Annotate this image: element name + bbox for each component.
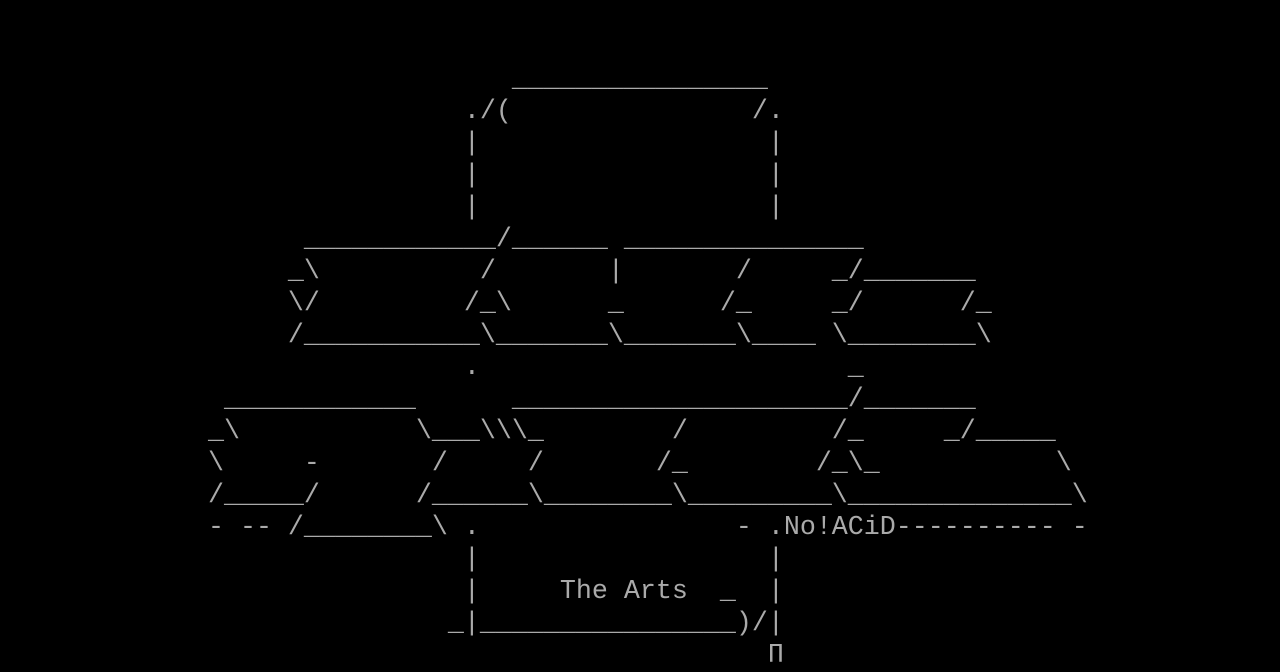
art-line: | | — [0, 545, 784, 575]
art-line: \ - / / /_ /_\_ \ — [0, 449, 1072, 479]
art-line: ____________/______ _______________ — [0, 225, 864, 255]
art-line: | | — [0, 193, 784, 223]
art-line: _|________________)/| — [0, 609, 784, 639]
art-line-signature: - -- /________\ . - .No!ACiD---------- - — [0, 513, 1088, 543]
art-line: \/ /_\ _ /_ _/ /_ — [0, 289, 992, 319]
art-line: /_____/ /______\________\_________\_____… — [0, 481, 1088, 511]
art-line: ____________ _____________________/_____… — [0, 385, 976, 415]
ascii-art-logo: ________________ ./( /. | | | | — [0, 64, 1088, 672]
art-line: _\ \___\\\_ / /_ _/_____ — [0, 417, 1056, 447]
art-line-title: | The Arts _ | — [0, 577, 784, 607]
art-line: ________________ — [0, 65, 768, 95]
art-line: _\ / | / _/_______ — [0, 257, 976, 287]
art-line: | | — [0, 129, 784, 159]
art-line: | | — [0, 161, 784, 191]
art-line: /___________\_______\_______\____ \_____… — [0, 321, 992, 351]
art-line: Π — [0, 641, 784, 671]
art-line: ./( /. — [0, 97, 784, 127]
art-line: . _ — [0, 353, 864, 383]
